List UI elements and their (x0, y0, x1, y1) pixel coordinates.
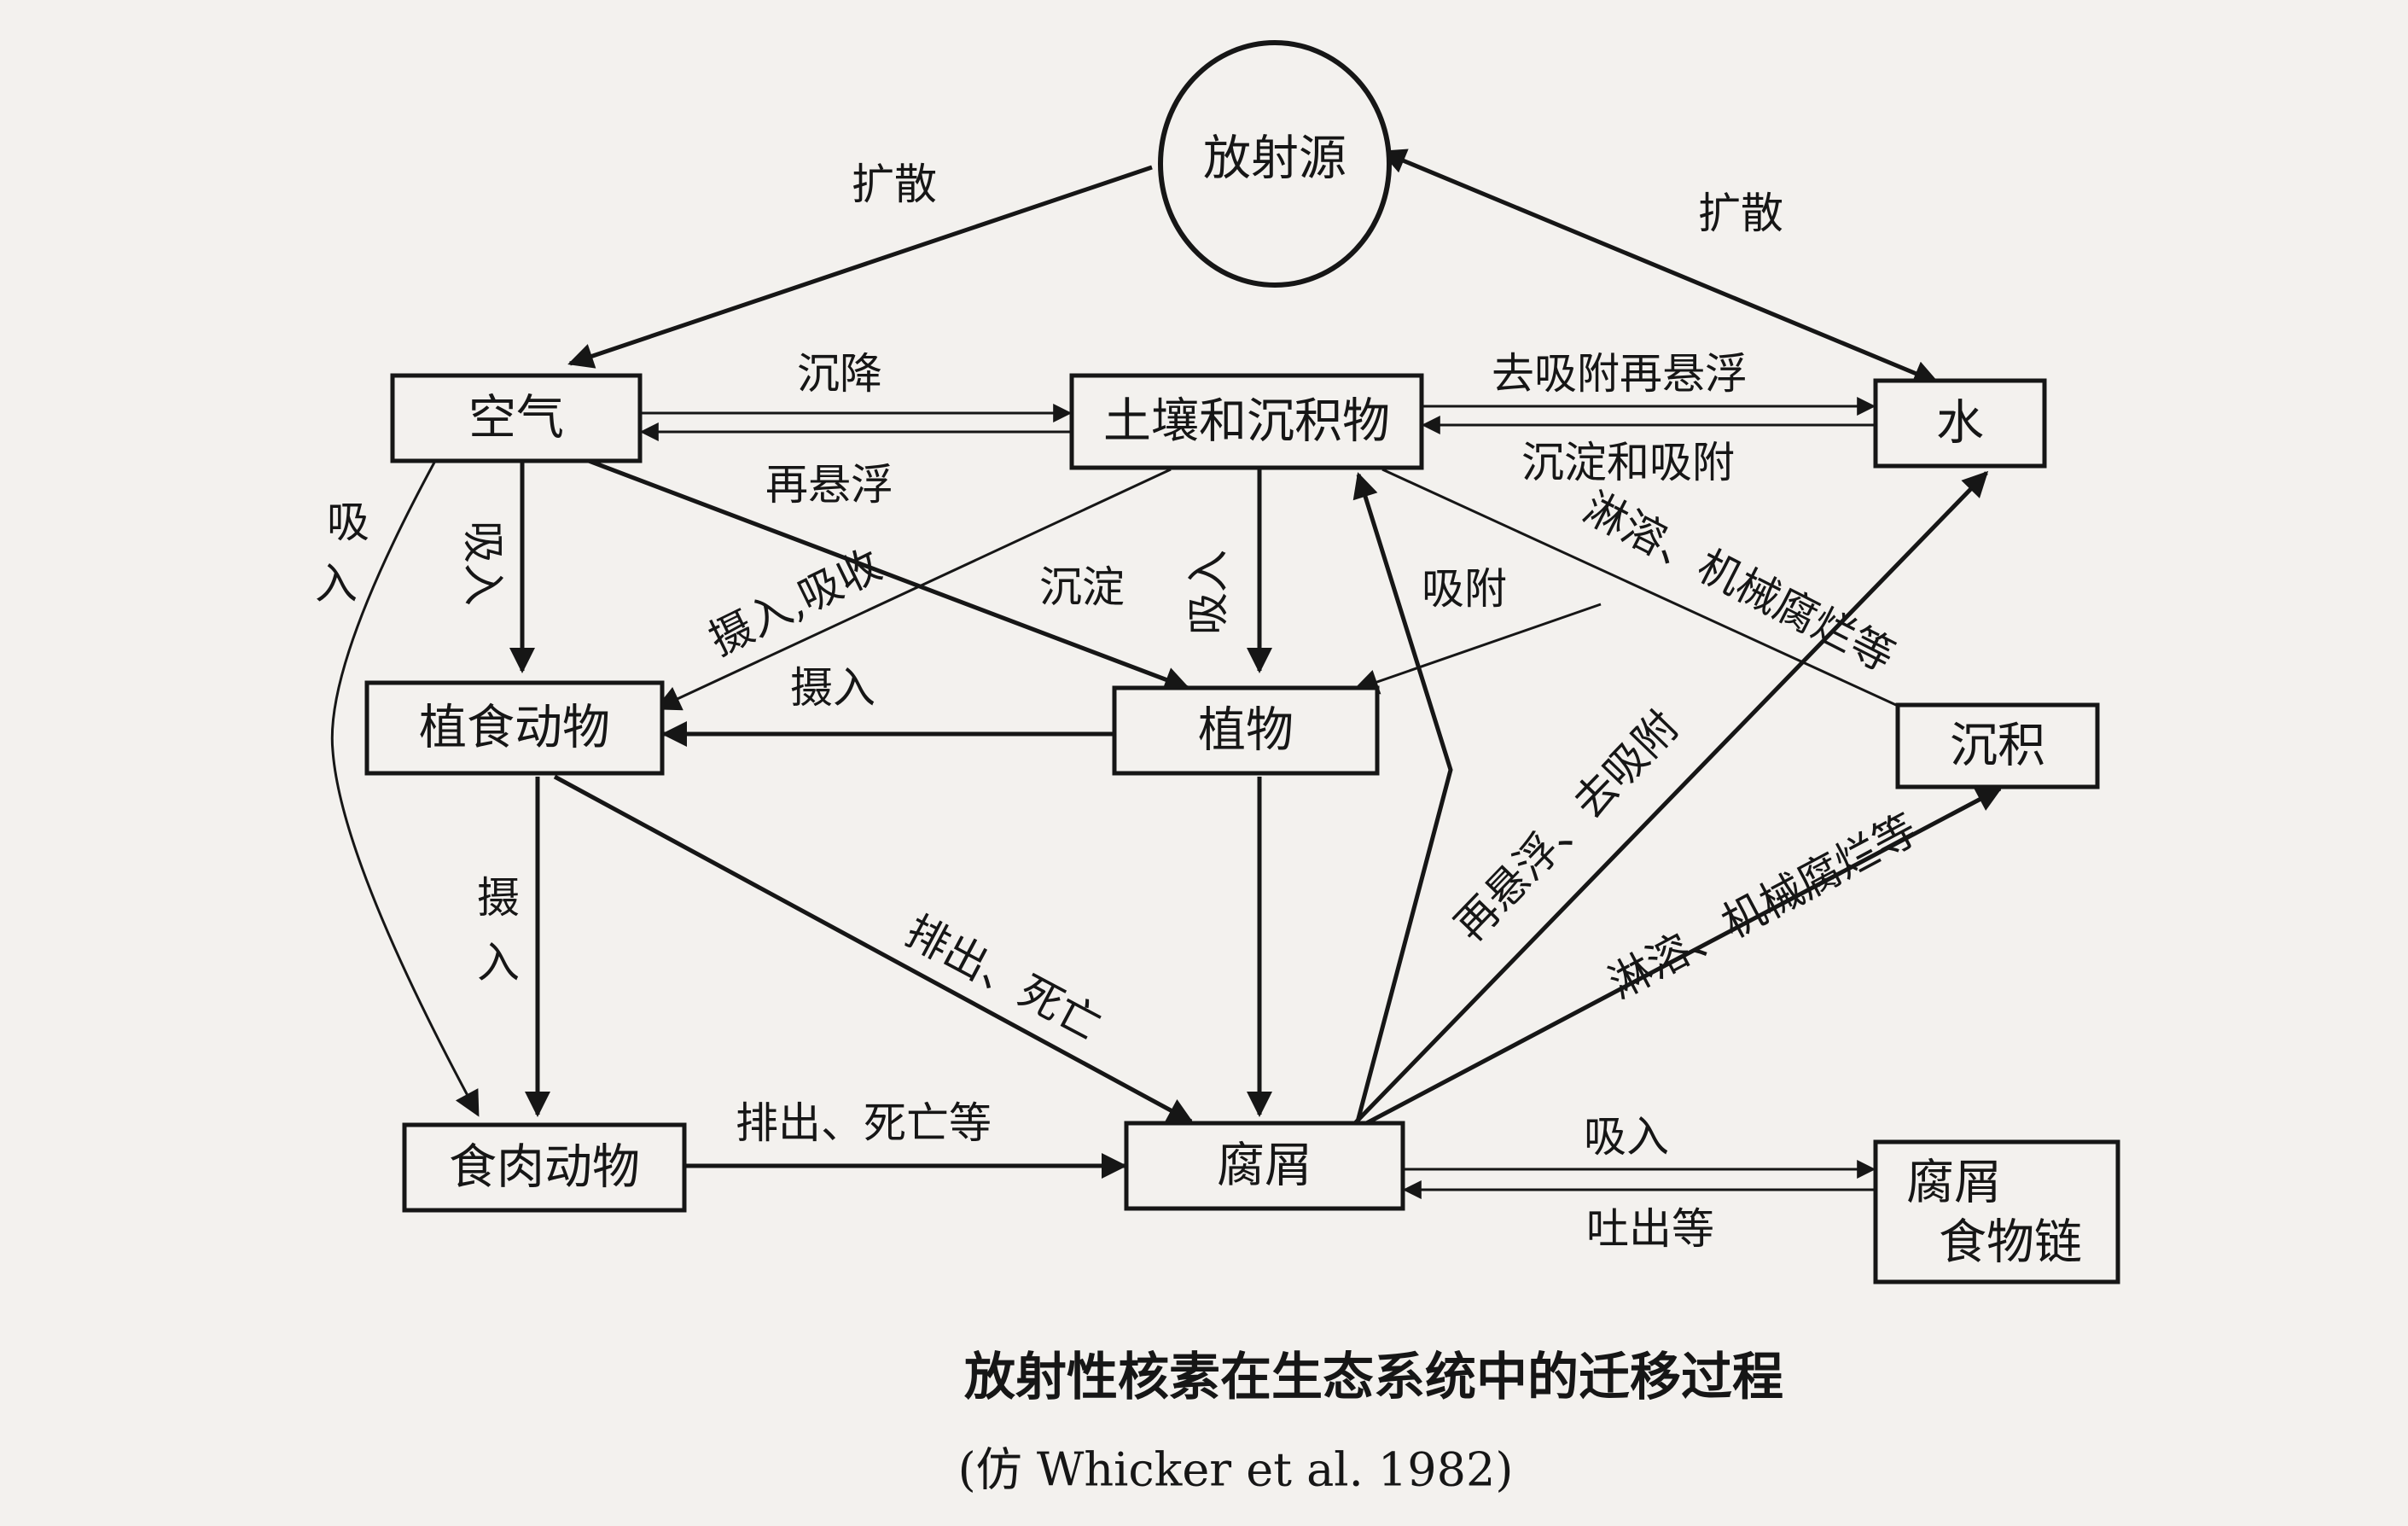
node-water: 水 (1873, 378, 2047, 469)
edge-source-air (567, 165, 1153, 369)
edge-herbivore-detritus (553, 774, 1194, 1124)
label-chain-detritus: 吐出等 (1586, 1204, 1714, 1254)
label-detritus-water: 再悬浮、去吸附 (1445, 702, 1689, 951)
node-detritus: 腐屑 (1124, 1121, 1405, 1211)
label-source-water: 扩散 (1698, 189, 1783, 238)
node-plant: 植物 (1112, 685, 1380, 776)
node-air: 空气 (390, 373, 643, 463)
label-source-air: 扩散 (852, 160, 937, 209)
label-carnivore-detritus: 排出、死亡等 (736, 1098, 992, 1148)
node-sediment: 沉积 (1895, 702, 2100, 789)
label-water-plant: 吸附 (1422, 564, 1507, 614)
node-herbivore: 植食动物 (364, 680, 665, 776)
edge-air-carnivore (330, 460, 480, 1117)
edge-source-water (1380, 149, 1940, 386)
node-sediment-label: 沉积 (1950, 719, 2045, 774)
edge-soil-sediment (1381, 468, 1897, 707)
label-soil-herbivore: 摄入,吸收 (701, 540, 888, 666)
node-plant-label: 植物 (1198, 703, 1294, 759)
node-water-label: 水 (1936, 396, 1984, 451)
caption-source: (仿 Whicker et al. 1982) (958, 1443, 1514, 1497)
label-herbivore-carnivore-char2: 入 (477, 938, 520, 987)
label-air-carnivore-char2: 入 (315, 559, 358, 609)
edge-detritus-soil (1352, 472, 1453, 1126)
label-soil-sediment: 淋溶、机械腐烂等 (1576, 482, 1903, 681)
caption: 放射性核素在生态系统中的迁移过程 (仿 Whicker et al. 1982) (958, 1348, 1783, 1497)
label-detritus-sediment: 淋溶、机械腐烂等 (1601, 805, 1925, 1009)
label-air-plant: 沉淀 (1039, 562, 1125, 612)
label-soil-plant: 吸入 (1184, 550, 1233, 635)
caption-title: 放射性核素在生态系统中的迁移过程 (964, 1348, 1783, 1407)
label-air-herbivore: 吸入 (458, 521, 508, 606)
edges-layer (330, 149, 2003, 1199)
edge-detritus-water (1352, 470, 1989, 1127)
node-carnivore-label: 食肉动物 (449, 1140, 640, 1196)
edge-detritus-sediment (1355, 786, 2003, 1131)
edge-soil-herbivore (654, 468, 1172, 711)
node-radiation-source: 放射源 (1158, 40, 1392, 288)
label-detritus-chain: 吸入 (1584, 1112, 1669, 1162)
label-air-carnivore-char1: 吸 (327, 498, 369, 547)
label-water-soil: 沉淀和吸附 (1521, 438, 1735, 487)
node-radiation-source-label: 放射源 (1203, 131, 1347, 187)
label-plant-herbivore: 摄入 (790, 663, 875, 713)
label-herbivore-carnivore-char1: 摄 (477, 873, 520, 923)
node-air-label: 空气 (468, 391, 564, 446)
node-soil-sediment: 土壤和沉积物 (1069, 373, 1424, 470)
node-carnivore: 食肉动物 (402, 1122, 687, 1213)
label-air-soil: 沉降 (797, 349, 882, 399)
label-soil-air: 再悬浮 (765, 460, 893, 510)
edge-water-plant (1352, 603, 1602, 695)
nodes-layer: 放射源 空气 土壤和沉积物 水 植食动物 植物 沉积 食肉动物 (364, 40, 2120, 1284)
node-herbivore-label: 植食动物 (419, 701, 610, 756)
label-soil-water: 去吸附再悬浮 (1492, 349, 1748, 399)
node-detritus-label: 腐屑 (1217, 1139, 1312, 1194)
node-detritus-food-chain-line1: 腐屑 (1906, 1156, 2002, 1211)
edge-air-plant (588, 458, 1190, 692)
node-soil-sediment-label: 土壤和沉积物 (1103, 394, 1390, 450)
node-detritus-food-chain-line2: 食物链 (1939, 1215, 2082, 1271)
node-detritus-food-chain: 腐屑 食物链 (1873, 1139, 2120, 1284)
